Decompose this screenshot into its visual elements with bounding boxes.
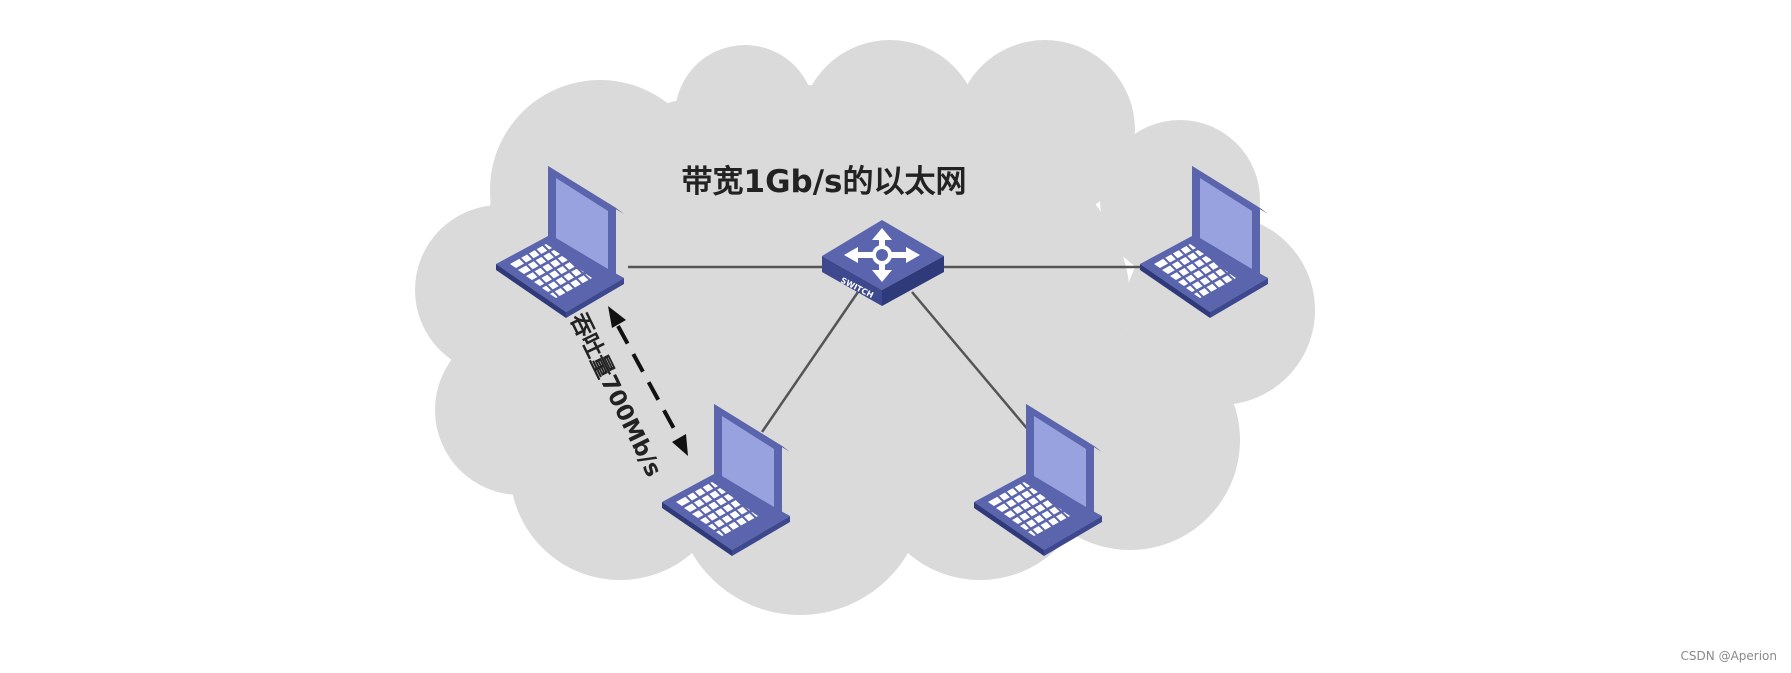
network-links: [628, 265, 1142, 433]
link-switch-bottom-left-laptop: [760, 291, 860, 433]
double-arrow-icon: [608, 306, 688, 456]
diagram-title: 带宽1Gb/s的以太网: [682, 164, 967, 200]
watermark: CSDN @Aperion: [1680, 649, 1777, 663]
link-switch-bottom-right-laptop: [911, 291, 1031, 433]
cloud-shape: [415, 40, 1315, 615]
